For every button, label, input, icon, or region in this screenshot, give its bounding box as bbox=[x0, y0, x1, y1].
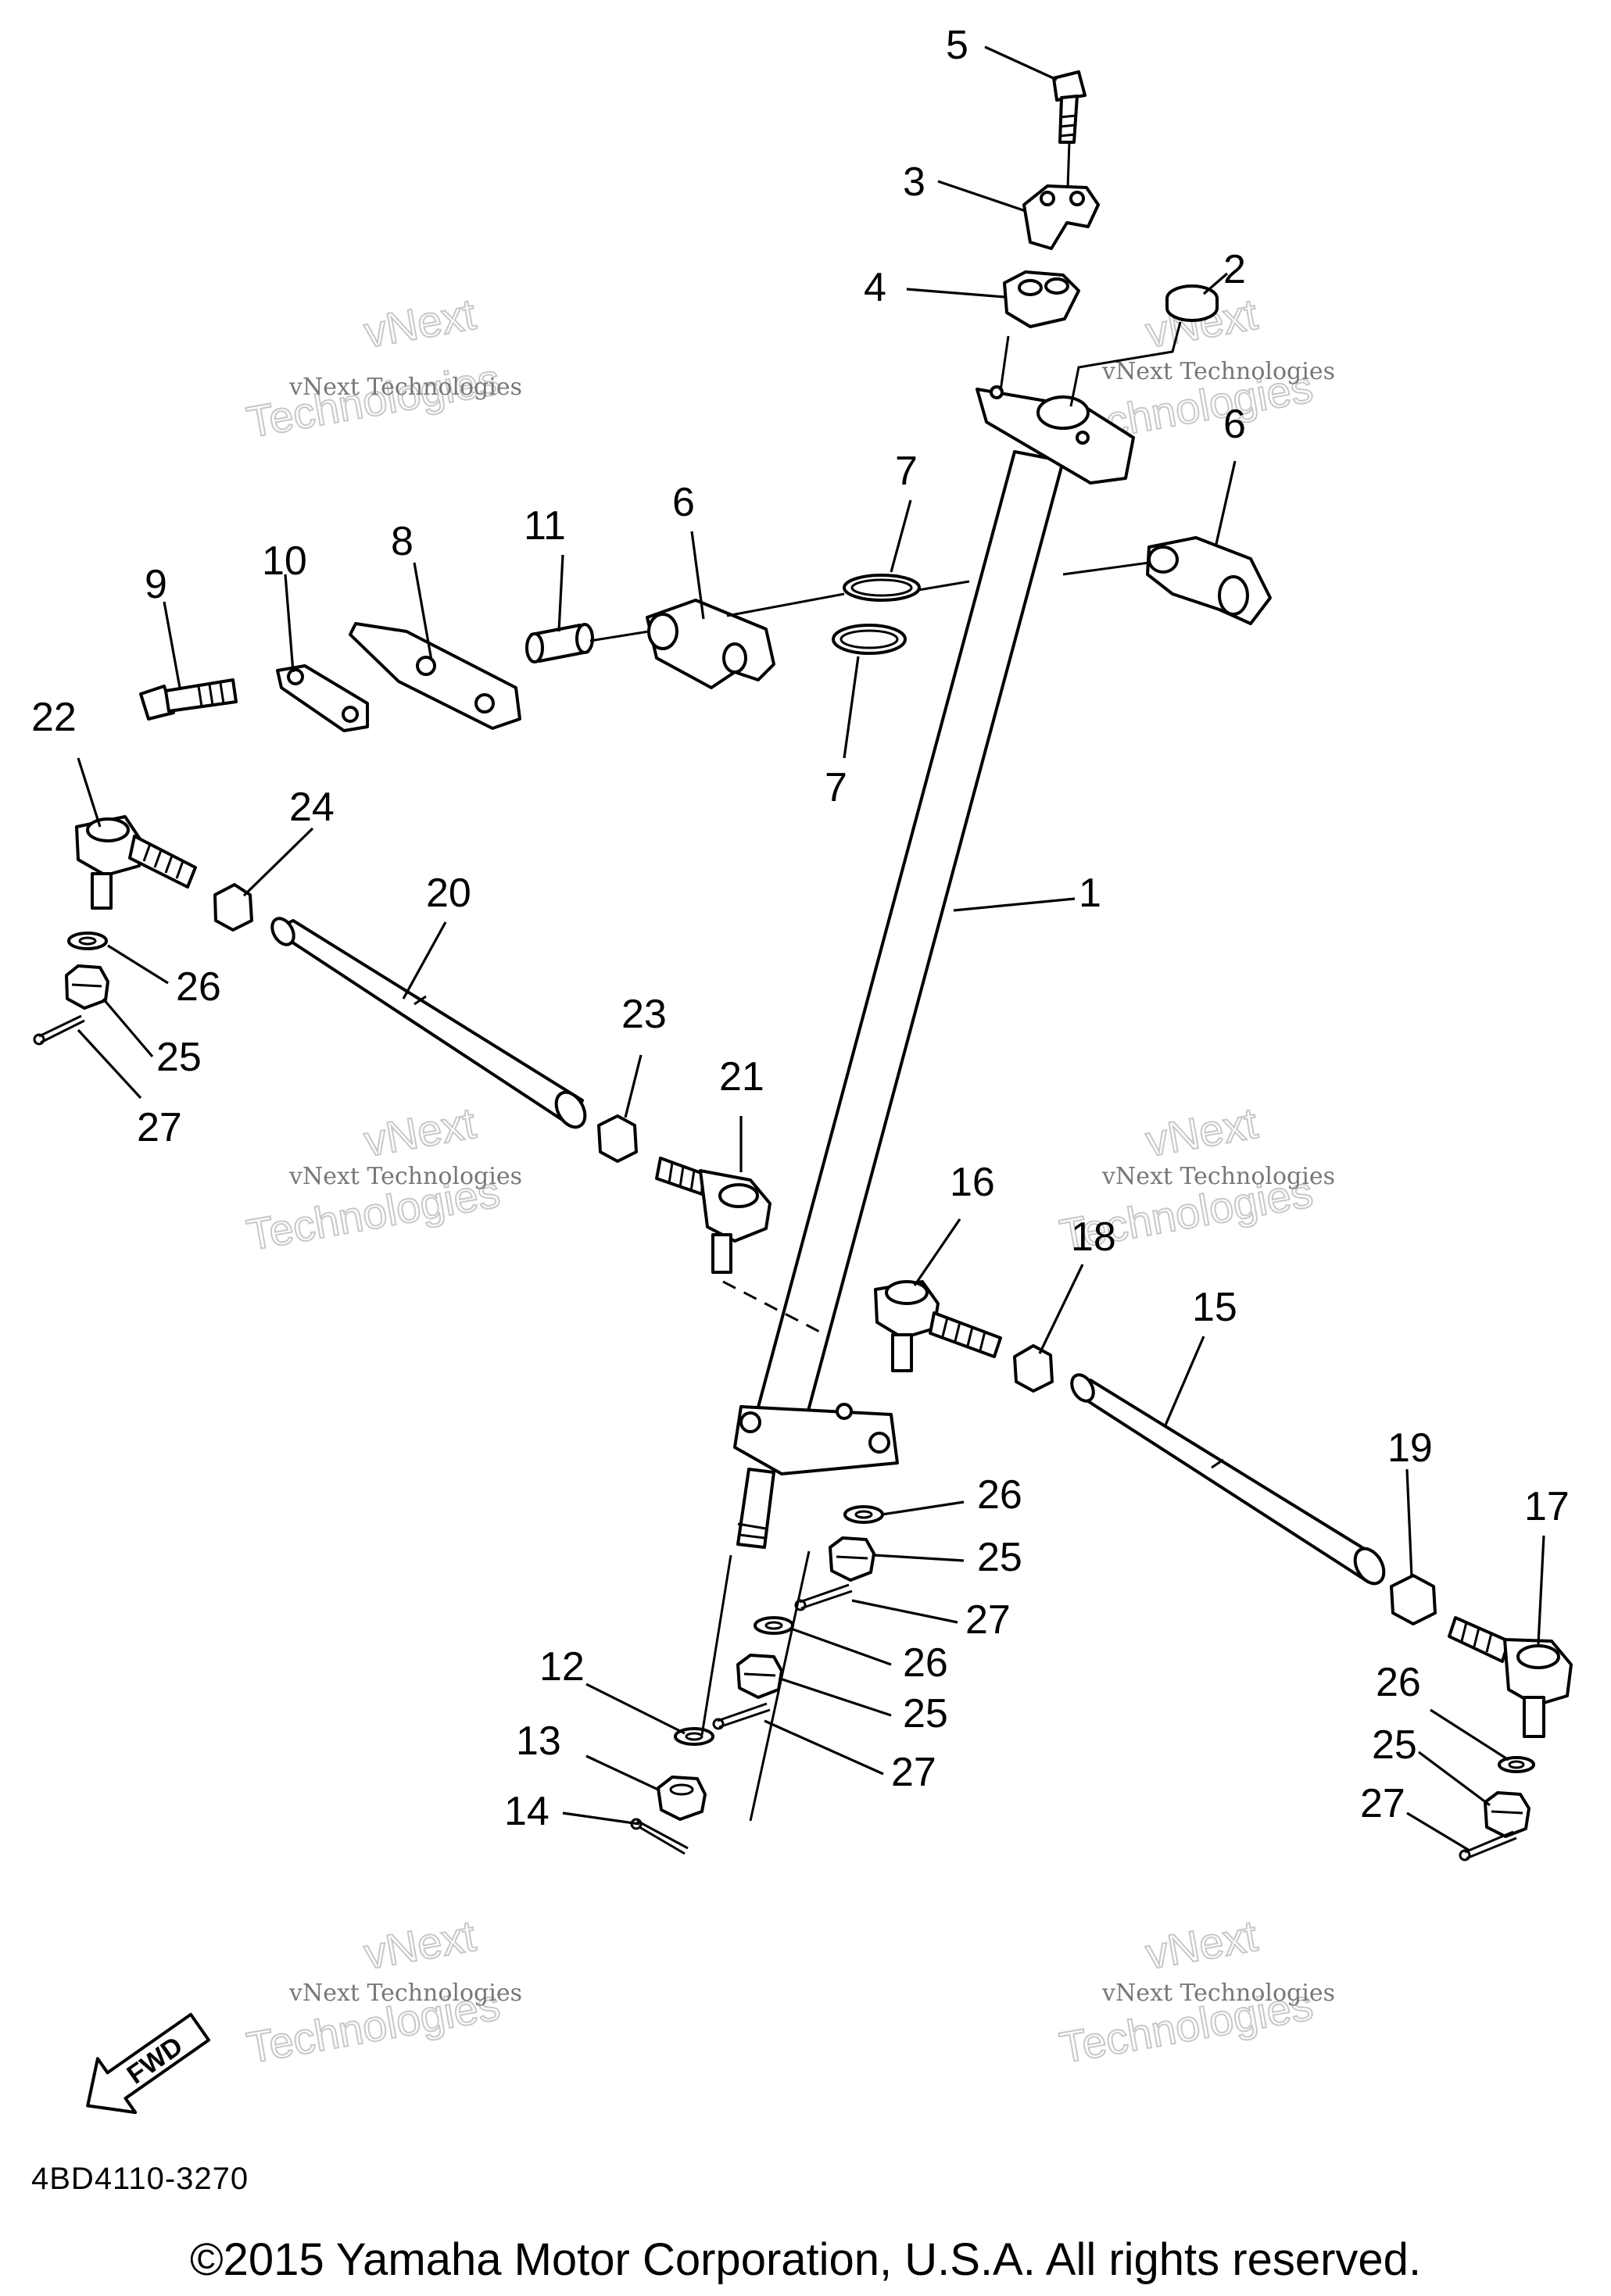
nut-19 bbox=[1390, 1574, 1437, 1625]
bolt-5 bbox=[1052, 70, 1087, 144]
lock-plate-8 bbox=[349, 622, 521, 730]
watermark-text-small: vNext Technologies bbox=[1101, 1979, 1335, 2007]
callout-13: 13 bbox=[516, 1718, 561, 1764]
watermark-text-small: vNext Technologies bbox=[1101, 358, 1335, 385]
handlebar-holder-upper-3 bbox=[1022, 184, 1100, 250]
nut-24 bbox=[213, 883, 253, 932]
cap-2 bbox=[1165, 284, 1219, 322]
lock-washer-10 bbox=[276, 664, 369, 732]
steering-column-shaft bbox=[733, 385, 1135, 1549]
cotter-pin-27-center-upper bbox=[794, 1583, 853, 1611]
cotter-pin-27-center-lower bbox=[712, 1702, 771, 1730]
washer-26-center-upper bbox=[843, 1505, 884, 1524]
callout-26: 26 bbox=[903, 1640, 948, 1686]
fwd-arrow-icon: FWD bbox=[86, 2012, 211, 2115]
callout-10: 10 bbox=[262, 538, 307, 584]
callout-27: 27 bbox=[965, 1597, 1011, 1643]
tie-rod-20 bbox=[270, 917, 587, 1129]
callout-6: 6 bbox=[672, 480, 695, 525]
callout-15: 15 bbox=[1192, 1285, 1237, 1330]
handlebar-holder-lower-4 bbox=[1003, 270, 1080, 328]
nut-18 bbox=[1013, 1344, 1054, 1393]
tie-rod-end-22 bbox=[75, 815, 197, 910]
callout-17: 17 bbox=[1524, 1484, 1570, 1529]
cotter-pin-27-left bbox=[33, 1014, 85, 1046]
callout-14: 14 bbox=[504, 1789, 550, 1834]
callout-25: 25 bbox=[903, 1691, 948, 1736]
watermark-mid-left: Technologies vNext vNext Technologies bbox=[242, 1097, 522, 1261]
bushing-7-lower bbox=[832, 624, 907, 655]
callout-26: 26 bbox=[1376, 1660, 1421, 1705]
callout-27: 27 bbox=[891, 1750, 936, 1795]
callout-25: 25 bbox=[1372, 1722, 1417, 1768]
watermark-text-small: vNext Technologies bbox=[1101, 1163, 1335, 1190]
column-clamp-left-6 bbox=[646, 599, 775, 689]
bushing-7-upper bbox=[843, 574, 921, 602]
callout-9: 9 bbox=[145, 562, 167, 607]
callout-7: 7 bbox=[825, 765, 847, 810]
watermark-text-small: vNext Technologies bbox=[288, 374, 522, 401]
watermark-text-small: vNext Technologies bbox=[288, 1163, 522, 1190]
nut-13 bbox=[657, 1776, 707, 1821]
watermark-bottom-left: Technologies vNext vNext Technologies bbox=[242, 1910, 522, 2073]
callouts: 5 3 4 2 6 6 7 7 11 8 10 9 22 24 20 1 26 … bbox=[31, 23, 1570, 1834]
callout-8: 8 bbox=[391, 519, 413, 564]
callout-18: 18 bbox=[1071, 1214, 1116, 1260]
assembly-lines bbox=[589, 141, 1182, 1822]
callout-1: 1 bbox=[1079, 871, 1101, 916]
watermark-text-large: vNext bbox=[360, 289, 479, 357]
collar-11 bbox=[525, 623, 594, 663]
washer-26-left bbox=[67, 932, 108, 950]
callout-6: 6 bbox=[1223, 402, 1246, 447]
diagram-code: 4BD4110-3270 bbox=[31, 2162, 249, 2196]
watermark-text-large: vNext bbox=[360, 1911, 479, 1979]
callout-16: 16 bbox=[950, 1160, 995, 1205]
callout-20: 20 bbox=[426, 871, 471, 916]
bolt-9 bbox=[139, 678, 238, 721]
tie-rod-end-17 bbox=[1448, 1616, 1573, 1738]
callout-2: 2 bbox=[1223, 247, 1246, 292]
callout-3: 3 bbox=[903, 159, 925, 205]
callout-24: 24 bbox=[289, 785, 335, 830]
callout-23: 23 bbox=[621, 992, 667, 1037]
copyright-notice: ©2015 Yamaha Motor Corporation, U.S.A. A… bbox=[189, 2234, 1422, 2285]
tie-rod-15 bbox=[1070, 1373, 1386, 1586]
callout-4: 4 bbox=[864, 265, 886, 310]
callout-21: 21 bbox=[719, 1054, 764, 1100]
callout-26: 26 bbox=[176, 964, 221, 1010]
callout-26: 26 bbox=[977, 1472, 1022, 1518]
callout-25: 25 bbox=[156, 1035, 202, 1080]
nut-23 bbox=[597, 1114, 638, 1163]
cotter-pin-14 bbox=[630, 1818, 689, 1855]
washer-26-right bbox=[1498, 1756, 1535, 1773]
callout-5: 5 bbox=[946, 23, 968, 68]
watermark-top-left: Technologies vNext vNext Technologies bbox=[242, 288, 522, 448]
callout-19: 19 bbox=[1387, 1425, 1433, 1471]
nut-25-center-upper bbox=[829, 1536, 875, 1582]
tie-rod-end-16 bbox=[874, 1280, 1002, 1372]
callout-22: 22 bbox=[31, 695, 77, 740]
nut-25-center-lower bbox=[736, 1654, 783, 1699]
leader-lines bbox=[77, 45, 1545, 1852]
watermark-text-small: vNext Technologies bbox=[288, 1979, 522, 2007]
tie-rod-end-21 bbox=[655, 1157, 771, 1274]
watermark-text-large: vNext bbox=[1142, 1911, 1261, 1979]
watermark-text-large: vNext bbox=[1142, 1098, 1261, 1166]
watermark-bottom-right: Technologies vNext vNext Technologies bbox=[1055, 1910, 1335, 2073]
column-clamp-right-6 bbox=[1146, 536, 1272, 625]
callout-11: 11 bbox=[524, 503, 566, 549]
cotter-pin-27-right bbox=[1459, 1830, 1517, 1861]
washer-26-center-lower bbox=[754, 1616, 794, 1635]
callout-27: 27 bbox=[1360, 1781, 1405, 1826]
watermark-text-large: vNext bbox=[360, 1098, 479, 1166]
callout-7: 7 bbox=[895, 449, 918, 494]
nut-25-right bbox=[1484, 1791, 1530, 1838]
nut-25-left bbox=[65, 964, 109, 1010]
callout-27: 27 bbox=[137, 1105, 182, 1150]
callout-12: 12 bbox=[539, 1644, 585, 1690]
callout-25: 25 bbox=[977, 1535, 1022, 1580]
